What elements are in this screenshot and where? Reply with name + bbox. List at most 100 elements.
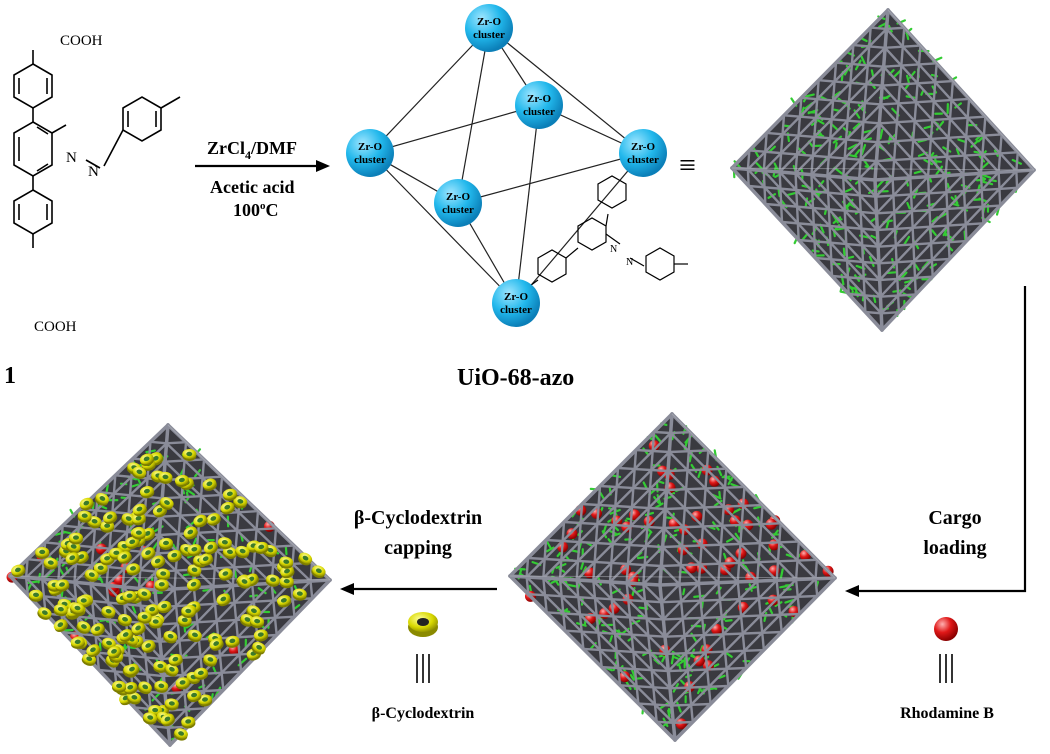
linker-strut [192,537,198,546]
linker-strut [860,143,867,156]
lattice-bar [24,576,29,596]
linker-strut [284,545,288,556]
lattice-bar [661,540,800,549]
cyclodextrin-cap [254,541,269,554]
linker-strut [45,569,55,578]
linker-strut [885,219,890,231]
node-label-line2: cluster [442,204,474,216]
lattice-bar [545,611,665,621]
linker-strut [885,271,897,275]
linker-strut [847,143,858,150]
linker-strut [184,488,196,496]
lattice-bar [270,582,278,637]
framework-edge [873,178,884,332]
cyclodextrin-cap [160,713,175,727]
lattice-bar [575,488,668,582]
cyclodextrin-cap [70,602,85,616]
lattice-bar [558,520,566,581]
cargo-loading-line1: Cargo [928,507,981,529]
framework-edge [730,166,884,332]
lattice-bar [231,492,242,587]
lattice-bar [834,61,885,68]
lattice-bar [697,582,712,706]
lattice-bar [592,579,603,669]
lattice-bar [778,170,784,224]
cyclodextrin-cap [119,629,134,642]
lattice-bar [765,131,880,144]
lattice-bar [881,84,965,176]
rhodamine-equivalence-icon [939,654,953,683]
reaction-arrow-1 [195,160,330,172]
node-label-line2: cluster [500,304,532,316]
lattice-bar [879,97,971,106]
lattice-bar [525,575,530,596]
node-label-line1: Zr-O [477,16,501,28]
zr-o-nodes: Zr-OclusterZr-OclusterZr-OclusterZr-Oclu… [346,4,667,327]
cyclodextrin-cap [94,492,110,506]
cyclodextrin-cap [202,654,218,667]
linker-strut [879,128,884,140]
lattice-bar [878,122,930,178]
framework-octahedron-capped [6,423,332,747]
linker-strut [665,516,674,520]
linker-strut [653,658,661,665]
cargo-loading-line2: loading [923,537,986,559]
linker-strut [676,701,682,713]
cyclodextrin-cap [141,547,156,560]
lattice-bar [878,275,934,282]
framework-edge [873,8,890,182]
cyclodextrin-cap [198,694,213,707]
node-label-line1: Zr-O [504,291,528,303]
cyclodextrin-cap [220,501,235,515]
lattice-bar [826,122,881,178]
linker-strut [131,604,137,614]
linker-strut [882,94,892,100]
cyclodextrin-cap [280,565,295,579]
cyclodextrin-cap [181,605,196,619]
framework-edge [508,574,662,587]
lattice-bar [558,577,567,632]
lattice-bar [883,46,1000,174]
octahedron-edges [369,27,644,304]
lattice-bar [842,176,850,296]
linker-strut [955,147,960,156]
lattice-bar [857,177,877,198]
linker-strut [870,69,875,78]
cyclodextrin-cap [187,629,202,642]
cyclodextrin-cap [11,564,26,578]
cyclodextrin-cap [137,611,152,624]
lattice-bar [231,584,243,673]
cyclodextrin-cap [122,590,137,603]
cyclodextrin-cap [137,681,152,695]
cyclodextrin-cap [35,546,50,559]
linker-strut [62,628,74,632]
cyclodextrin-cap [131,513,146,526]
linker-strut [784,599,795,604]
cyclodextrin-cap [182,448,197,461]
lattice-bar [652,430,672,435]
cyclodextrin-cap [186,578,202,592]
mof-name: UiO-68-azo [457,365,574,391]
cyclodextrin-cap [168,653,183,667]
lattice-bar [666,467,728,473]
linker-strut [98,576,104,584]
rhodamine-sphere-icon [934,617,958,641]
lattice-bar [746,27,888,171]
cyclodextrin-cap [148,616,163,629]
cyclodextrin-cap [43,557,58,570]
cyclodextrin-cap [28,589,44,602]
linker-strut [151,692,161,702]
equivalence-sign: ≡ [679,149,696,182]
linker-strut [754,160,763,170]
cargo-sphere [693,655,705,667]
lattice-bar [582,647,668,656]
cyclodextrin-cap [183,526,198,540]
linker-strut [913,170,923,175]
linker-strut [970,140,979,148]
cyclodextrin-cap [173,728,188,741]
bottom-cooh-label: COOH [34,319,77,335]
cyclodextrin-cap [193,514,208,528]
lattice-bar [73,497,164,584]
lattice-bar [876,175,930,232]
